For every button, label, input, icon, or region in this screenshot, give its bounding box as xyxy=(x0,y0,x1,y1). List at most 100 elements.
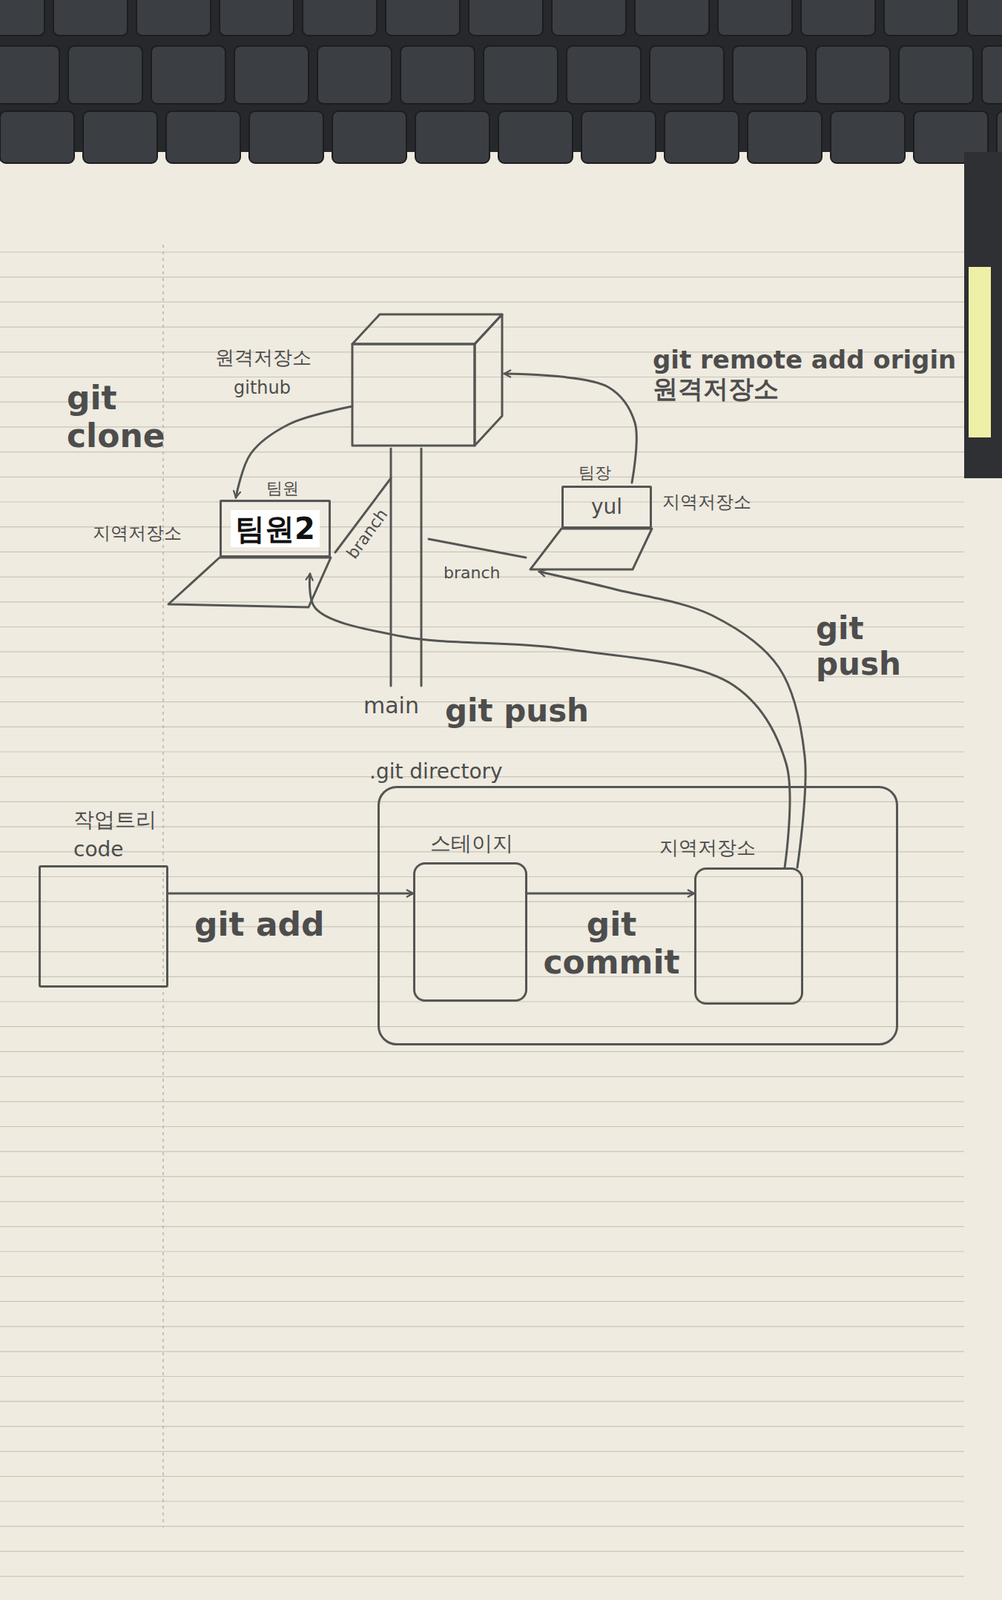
node-heading: 팀원 xyxy=(266,479,299,498)
ruled-line xyxy=(0,1201,965,1203)
ruled-line xyxy=(0,1176,965,1178)
node-text: code xyxy=(73,838,124,862)
main-line xyxy=(390,448,393,687)
edge-label: git add xyxy=(194,906,358,945)
keyboard-key xyxy=(801,0,876,36)
node-heading: 팀장 xyxy=(578,463,612,483)
keyboard-key xyxy=(898,45,974,104)
ruled-line xyxy=(0,951,965,953)
sticky-tab xyxy=(968,267,991,438)
keyboard-key xyxy=(566,45,641,104)
node-heading: 스테이지 xyxy=(430,832,514,856)
ruled-lines xyxy=(0,252,965,1577)
ruled-line xyxy=(0,1151,965,1153)
keyboard-key xyxy=(151,45,226,104)
ruled-line xyxy=(0,401,965,403)
keyboard-key xyxy=(967,0,1002,36)
laptop-screen: 팀원팀원2 xyxy=(219,499,331,558)
keyboard-key xyxy=(83,111,158,164)
keyboard-key xyxy=(483,45,558,104)
node-heading: 지역저장소 xyxy=(659,837,756,860)
ruled-line xyxy=(0,1576,965,1578)
keyboard-key xyxy=(332,111,407,164)
keyboard-key xyxy=(581,111,656,164)
ruled-line xyxy=(0,551,965,553)
ruled-line xyxy=(0,501,965,503)
ruled-line xyxy=(0,1501,965,1502)
node-text: 팀원2 xyxy=(230,510,320,548)
keyboard-key xyxy=(302,0,377,36)
cube-outline xyxy=(352,314,503,446)
edge-label: git remote add origin원격저장소 xyxy=(652,345,965,404)
arrow-connector xyxy=(168,892,414,896)
keyboard-key xyxy=(664,111,739,164)
keyboard-key xyxy=(249,111,324,164)
keyboard-key xyxy=(634,0,710,36)
ruled-line xyxy=(0,751,965,753)
node-heading: 원격저장소 xyxy=(215,347,312,370)
keyboard-key xyxy=(234,45,309,104)
keyboard-key xyxy=(68,45,143,104)
ruled-line xyxy=(0,1276,965,1278)
ruled-line xyxy=(0,251,965,253)
keyboard-key xyxy=(747,111,822,164)
ruled-line xyxy=(0,1126,965,1128)
ruled-line xyxy=(0,1476,965,1478)
main-line xyxy=(420,448,423,687)
ruled-line xyxy=(0,801,965,803)
git-directory-box: 스테이지지역저장소.git directory xyxy=(377,786,899,1046)
ruled-line xyxy=(0,876,965,878)
node-text: github xyxy=(233,378,291,400)
ruled-line xyxy=(0,327,965,328)
ruled-line xyxy=(0,1351,965,1353)
remote-repo-cube: 원격저장소github xyxy=(352,314,503,446)
arrow-connector xyxy=(504,373,637,483)
stage-box: 스테이지 xyxy=(413,862,528,1002)
main-branch-label: main xyxy=(363,693,420,720)
ruled-line xyxy=(0,376,965,378)
edge-label: git push xyxy=(815,611,928,684)
ruled-line xyxy=(0,276,965,278)
arrow-connector xyxy=(235,406,353,498)
cube-face xyxy=(474,314,503,446)
ruled-line xyxy=(0,301,965,303)
keyboard-key xyxy=(0,111,75,164)
repo-note: 지역저장소 xyxy=(662,492,752,514)
keyboard-key xyxy=(219,0,294,36)
ruled-line xyxy=(0,1026,965,1028)
ruled-line xyxy=(0,1451,965,1453)
laptop-base xyxy=(530,528,652,570)
ruled-line xyxy=(0,1051,965,1053)
keyboard-key xyxy=(830,111,905,164)
keyboard-key xyxy=(884,0,959,36)
keyboard-key xyxy=(415,111,490,164)
ruled-line xyxy=(0,1426,965,1427)
keyboard-key xyxy=(649,45,724,104)
keyboard-key xyxy=(166,111,241,164)
binder-edge xyxy=(964,152,1002,479)
keyboard-key xyxy=(0,45,60,104)
node-heading: 작업트리 xyxy=(73,808,157,833)
keyboard-key xyxy=(498,111,573,164)
ruled-line xyxy=(0,901,965,903)
ruled-line xyxy=(0,1376,965,1378)
local-repo-box: 지역저장소 xyxy=(694,867,804,1005)
ruled-line xyxy=(0,1301,965,1303)
ruled-line xyxy=(0,1251,965,1252)
keyboard-key xyxy=(717,0,793,36)
ruled-line xyxy=(0,1101,965,1103)
repo-note: 지역저장소 xyxy=(92,523,182,545)
working-tree-box: 작업트리code xyxy=(38,865,169,988)
ruled-line xyxy=(0,601,965,603)
edge-label: git push xyxy=(445,693,616,730)
ruled-line xyxy=(0,926,965,928)
edge-label: git clone xyxy=(66,379,186,455)
arrow-connector xyxy=(527,892,695,896)
branch-line xyxy=(428,539,526,558)
laptop-screen: 팀장yul xyxy=(561,485,652,529)
keyboard-key xyxy=(0,0,45,36)
keyboard-key xyxy=(53,0,128,36)
